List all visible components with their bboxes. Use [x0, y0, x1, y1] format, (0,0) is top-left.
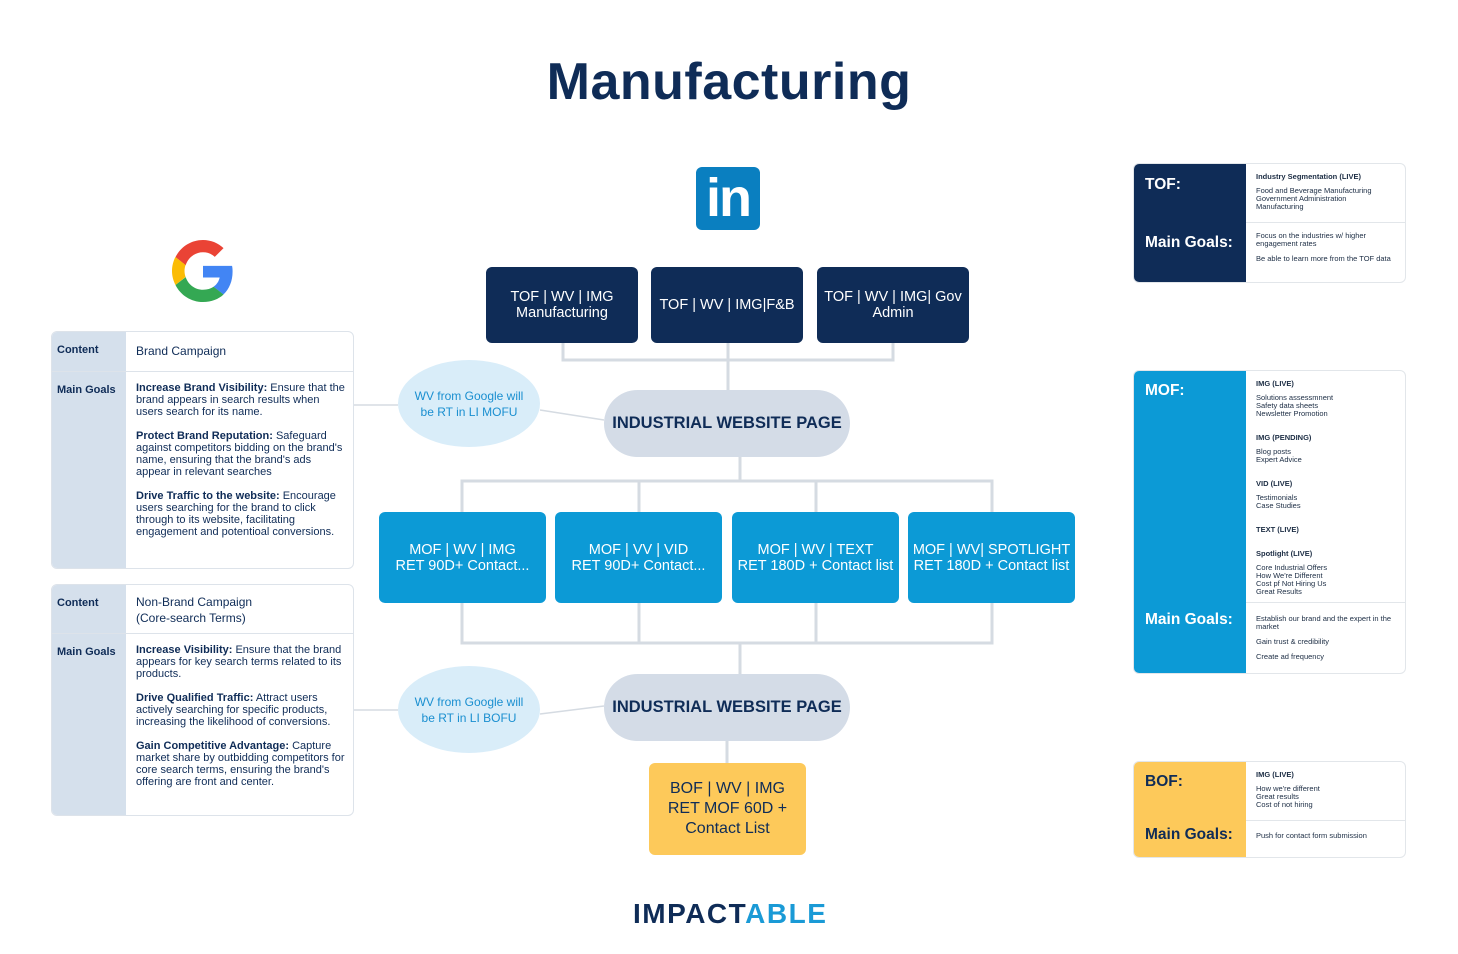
impactable-logo: IMPACTABLE — [633, 898, 828, 929]
stage-label: MOF: — [1145, 382, 1185, 399]
goal: Push for contact form submission — [1256, 831, 1367, 840]
section-heading: Industry Segmentation (LIVE) — [1256, 172, 1362, 181]
goal: Be able to learn more from the TOF data — [1256, 254, 1391, 263]
tof-box-fnb: TOF | WV | IMG|F&B — [651, 267, 803, 343]
section-items: Core Industrial Offers How We're Differe… — [1256, 563, 1328, 596]
goal: Increase Visibility: Ensure that the bra… — [136, 644, 342, 680]
goal: Create ad frequency — [1256, 652, 1324, 661]
goals-label: Main Goals: — [1145, 234, 1233, 251]
mof-box-img: MOF | WV | IMG RET 90D+ Contact... — [379, 512, 546, 603]
goals-label: Main Goals — [52, 372, 126, 568]
bof-box: BOF | WV | IMG RET MOF 60D + Contact Lis… — [649, 763, 806, 855]
google-brand-campaign-table: Content Brand Campaign Main Goals Increas… — [51, 331, 354, 569]
mof-panel: MOF: Main Goals: IMG (LIVE) Solutions asse… — [1133, 370, 1406, 674]
tof-box-manufacturing: TOF | WV | IMG Manufacturing — [486, 267, 638, 343]
stage-label: BOF: — [1145, 773, 1183, 790]
linkedin-logo-icon: in — [696, 167, 760, 230]
goals-label: Main Goals — [52, 634, 126, 815]
section-heading: IMG (LIVE) — [1256, 379, 1294, 388]
goal: Increase Brand Visibility: Ensure that t… — [136, 382, 345, 418]
note-link-2 — [539, 705, 605, 715]
content-label: Content — [52, 332, 126, 371]
goal: Gain trust & credibility — [1256, 637, 1329, 646]
section-heading: IMG (LIVE) — [1256, 770, 1294, 779]
mof-top-connector — [460, 457, 994, 512]
section-items: Testimonials Case Studies — [1256, 493, 1301, 510]
tof-panel: TOF: Main Goals: Industry Segmentation (L… — [1133, 163, 1406, 283]
retarget-note-bofu: WV from Google will be RT in LI BOFU — [398, 666, 540, 753]
section-heading: Spotlight (LIVE) — [1256, 549, 1313, 558]
bof-panel: BOF: Main Goals: IMG (LIVE) How we're diff… — [1133, 761, 1406, 858]
website-page-bofu: INDUSTRIAL WEBSITE PAGE — [604, 674, 850, 741]
goal: Gain Competitive Advantage: Capture mark… — [136, 740, 345, 788]
mof-bottom-connector — [460, 603, 994, 674]
section-heading: TEXT (LIVE) — [1256, 525, 1299, 534]
goal: Focus on the industries w/ higher engage… — [1256, 231, 1367, 248]
section-items: Solutions assessmnent Safety data sheets… — [1256, 393, 1334, 418]
goal: Drive Qualified Traffic: Attract users a… — [136, 692, 331, 728]
section-items: How we're different Great results Cost o… — [1256, 784, 1320, 809]
goal: Protect Brand Reputation: Safeguard agai… — [136, 430, 343, 478]
mof-box-spotlight: MOF | WV| SPOTLIGHT RET 180D + Contact l… — [908, 512, 1075, 603]
note-link-1 — [539, 409, 605, 421]
section-items: Blog posts Expert Advice — [1256, 447, 1302, 464]
google-g-logo-icon — [172, 240, 233, 302]
retarget-note-mofu: WV from Google will be RT in LI MOFU — [398, 360, 540, 447]
section-items: Food and Beverage Manufacturing Governme… — [1256, 186, 1372, 211]
stage-label: TOF: — [1145, 176, 1181, 193]
goals-label: Main Goals: — [1145, 611, 1233, 628]
content-label: Content — [52, 585, 126, 633]
section-heading: VID (LIVE) — [1256, 479, 1293, 488]
mof-box-vid: MOF | VV | VID RET 90D+ Contact... — [555, 512, 722, 603]
page-title: Manufacturing — [546, 53, 912, 111]
content-value: Non-Brand Campaign (Core-search Terms) — [136, 595, 253, 625]
tof-connector — [561, 343, 895, 391]
google-nonbrand-campaign-table: Content Non-Brand Campaign (Core-search T… — [51, 584, 354, 816]
content-value: Brand Campaign — [136, 344, 227, 358]
tof-box-gov-admin: TOF | WV | IMG| Gov Admin — [817, 267, 969, 343]
goals-label: Main Goals: — [1145, 826, 1233, 843]
section-heading: IMG (PENDING) — [1256, 433, 1312, 442]
mof-box-text: MOF | WV | TEXT RET 180D + Contact list — [732, 512, 899, 603]
goal: Drive Traffic to the website: Encourage … — [136, 490, 336, 538]
goal: Establish our brand and the expert in th… — [1256, 614, 1392, 631]
website-page-mofu: INDUSTRIAL WEBSITE PAGE — [604, 390, 850, 457]
